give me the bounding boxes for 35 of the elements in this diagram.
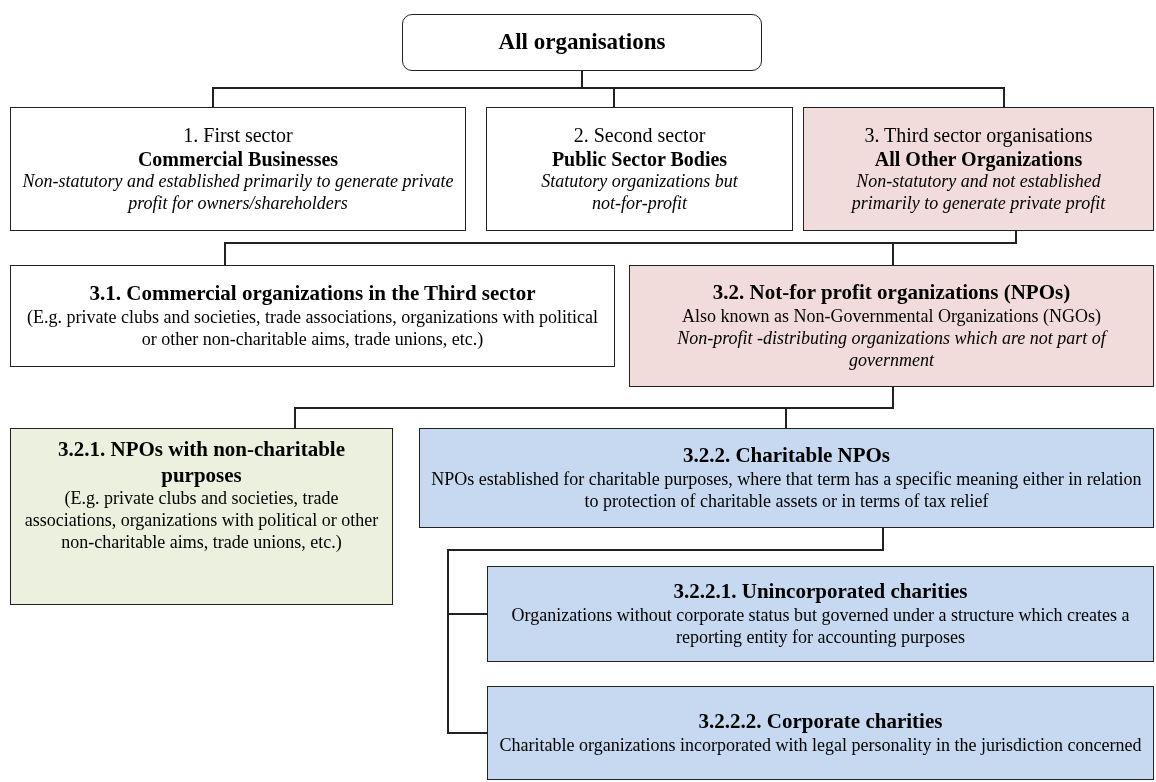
description-text: Non-profit -distributing organizations which are not part of government [676, 327, 1109, 372]
heading-text: 3.2.1. NPOs with non-charitable purposes [57, 437, 346, 489]
heading-text: Commercial Businesses [137, 147, 339, 172]
heading-text: 3.1. Commercial organizations in the Third sector [89, 281, 536, 307]
description-text: Charitable organizations incorporated with legal personality in the jurisdiction concerned [499, 734, 1142, 757]
heading-text: 3.2. Not-for profit organizations (NPOs) [712, 280, 1071, 306]
description-text: Also known as Non-Governmental Organizations (NGOs) [681, 305, 1102, 328]
heading-text: All organisations [498, 28, 666, 57]
heading-text: Public Sector Bodies [551, 147, 728, 172]
heading-text: 3.2.2.1. Unincorporated charities [673, 579, 968, 605]
heading-text: 3.2.2. Charitable NPOs [682, 443, 891, 469]
description-text: Organizations without corporate status but governed under a structure which creates a reporting entity for accounting purposes [510, 604, 1131, 649]
root-box [402, 14, 762, 71]
category-box [629, 265, 1154, 387]
connector-line [892, 230, 1017, 266]
label-text: 1. First sector [183, 122, 293, 148]
category-box [419, 428, 1154, 528]
category-box [803, 107, 1154, 231]
category-box [10, 107, 466, 231]
category-box [487, 686, 1154, 780]
heading-text: 3.2.2.2. Corporate charities [698, 709, 943, 735]
category-box [10, 428, 393, 605]
description-text: Statutory organizations but not-for-profit [540, 171, 739, 216]
category-box [10, 265, 615, 367]
description-text: (E.g. private clubs and societies, trade associations, organizations with political or other non-charitable aims, trade unions, etc.) [23, 488, 380, 555]
label-text: 3. Third sector organisations [864, 122, 1093, 148]
description-text: Non-statutory and not established primarily to generate private profit [850, 171, 1107, 216]
description-text: (E.g. private clubs and societies, trade associations, organizations with political or other non-charitable aims, trade unions, etc.) [26, 306, 599, 351]
category-box [487, 566, 1154, 662]
label-text: 2. Second sector [573, 122, 706, 148]
connector-line [785, 386, 894, 429]
description-text: NPOs established for charitable purposes, where that term has a specific meaning either in relation to protection of charitable assets or in terms of tax relief [430, 468, 1143, 513]
description-text: Non-statutory and established primarily to generate private profit for owners/shareholders [21, 171, 455, 216]
heading-text: All Other Organizations [874, 147, 1083, 172]
category-box [486, 107, 793, 231]
